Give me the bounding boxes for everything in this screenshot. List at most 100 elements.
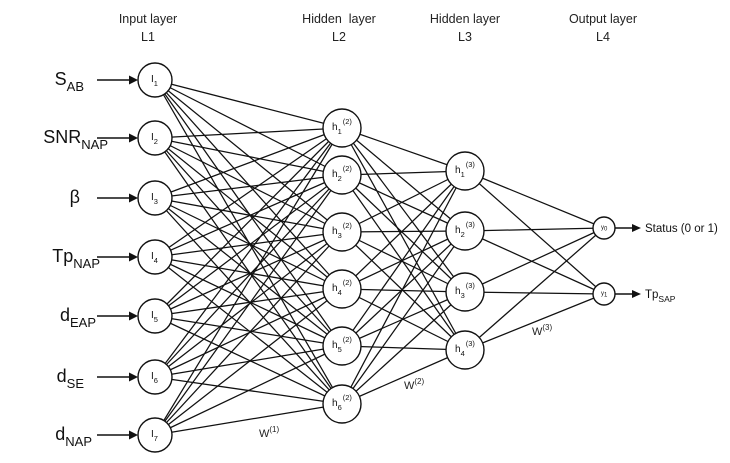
input-node-3: I3 <box>137 180 173 216</box>
edge-l2-1-l3-1 <box>341 127 466 172</box>
layer-4-title: Output layer <box>569 12 637 26</box>
hidden2-node-1-label: h1(3) <box>455 160 475 179</box>
output-node-1-label: y0 <box>601 225 608 233</box>
input-node-7-circle <box>137 417 173 453</box>
edge-l2-6-l3-1 <box>341 170 466 405</box>
input-node-6: I6 <box>137 359 173 395</box>
input-label-5: dEAP <box>60 305 96 330</box>
hidden1-node-2-label: h2(2) <box>332 164 352 183</box>
layer-2-code: L2 <box>332 30 346 44</box>
edge-l1-6-l2-2 <box>154 174 343 378</box>
input-node-4-circle <box>137 239 173 275</box>
input-node-5-circle <box>137 298 173 334</box>
edge-l2-3-l3-1 <box>341 170 466 233</box>
layer-1-title: Input layer <box>119 12 177 26</box>
input-node-5: I5 <box>137 298 173 334</box>
edge-l1-1-l2-1 <box>154 79 343 129</box>
input-node-1: I1 <box>137 62 173 98</box>
hidden1-node-1-label: h1(2) <box>332 117 352 136</box>
hidden1-node-2: h2(2) <box>322 155 362 195</box>
hidden1-node-6-label: h6(2) <box>332 393 352 412</box>
hidden2-node-2-circle <box>445 211 485 251</box>
weight-labels: W(1) W(2) W(3) <box>259 323 553 440</box>
edge-l1-7-l2-2 <box>154 174 343 436</box>
input-label-main: d <box>57 366 67 386</box>
hidden1-node-4-circle <box>322 269 362 309</box>
hidden1-node-2-circle <box>322 155 362 195</box>
input-label-main: S <box>55 69 67 89</box>
hidden1-node-1: h1(2) <box>322 108 362 148</box>
input-arrowhead-6 <box>129 372 138 382</box>
edge-l2-2-l3-2 <box>341 174 466 232</box>
edge-l2-3-l3-3 <box>341 231 466 293</box>
edge-l1-5-l2-4 <box>154 288 343 317</box>
weight-label-1: W(1) <box>259 425 280 440</box>
hidden2-node-2-label: h2(3) <box>455 220 475 239</box>
input-label-main: β <box>70 187 80 207</box>
edge-l1-7-l2-6 <box>154 403 343 436</box>
edge-l2-1-l3-3 <box>341 127 466 293</box>
edge-l1-6-l2-1 <box>154 127 343 378</box>
input-node-6-circle <box>137 359 173 395</box>
hidden2-node-2: h2(3) <box>445 211 485 251</box>
edge-l1-3-l2-1 <box>154 127 343 199</box>
input-label-4: TpNAP <box>52 246 100 271</box>
input-arrowhead-1 <box>129 75 138 85</box>
input-node-4: I4 <box>137 239 173 275</box>
hidden2-node-3-label: h3(3) <box>455 281 475 300</box>
hidden2-node-4: h4(3) <box>445 330 485 370</box>
input-arrowhead-4 <box>129 252 138 262</box>
hidden2-node-1-circle <box>445 151 485 191</box>
edge-l3-2-l4-1 <box>464 227 605 232</box>
hidden1-node-5-circle <box>322 326 362 366</box>
edge-l1-2-l2-5 <box>154 137 343 347</box>
connection-edges <box>154 79 605 436</box>
input-node-3-circle <box>137 180 173 216</box>
hidden1-node-3-circle <box>322 212 362 252</box>
input-label-sub: NAP <box>81 137 108 152</box>
layer-3-code: L3 <box>458 30 472 44</box>
input-label-2: SNRNAP <box>43 127 108 152</box>
layer-titles: Input layer L1 Hidden layer L2 Hidden la… <box>119 12 637 44</box>
edge-l3-1-l4-2 <box>464 170 605 295</box>
hidden1-node-4: h4(2) <box>322 269 362 309</box>
edge-l3-3-l4-1 <box>464 227 605 293</box>
output-label-2: TpSAP <box>645 289 676 304</box>
output-node-2-label: y1 <box>601 291 608 299</box>
input-arrowhead-3 <box>129 193 138 203</box>
input-label-main: SNR <box>43 127 81 147</box>
input-label-sub: AB <box>67 79 84 94</box>
input-node-2-label: I2 <box>151 132 158 146</box>
input-node-5-label: I5 <box>151 310 158 324</box>
hidden1-node-6: h6(2) <box>322 384 362 424</box>
hidden1-node-3-label: h3(2) <box>332 221 352 240</box>
hidden1-node-1-circle <box>322 108 362 148</box>
edge-l1-2-l2-4 <box>154 137 343 290</box>
layer-4-code: L4 <box>596 30 610 44</box>
hidden1-node-5: h5(2) <box>322 326 362 366</box>
weight-label-3: W(3) <box>532 323 553 338</box>
hidden2-node-3-circle <box>445 272 485 312</box>
edge-l2-4-l3-2 <box>341 230 466 290</box>
edge-l1-3-l2-5 <box>154 197 343 347</box>
output-arrowhead-1 <box>632 224 641 232</box>
edge-l2-4-l3-3 <box>341 288 466 293</box>
input-node-7-label: I7 <box>151 429 158 443</box>
edge-l1-7-l2-3 <box>154 231 343 436</box>
layer-2-title: Hidden layer <box>302 12 376 26</box>
output-arrowhead-2 <box>632 290 641 298</box>
edge-l3-4-l4-2 <box>464 293 605 351</box>
input-node-1-label: I1 <box>151 74 158 88</box>
output-arrows-and-labels: Status (0 or 1)TpSAP <box>615 223 718 304</box>
edge-l2-6-l3-4 <box>341 349 466 405</box>
input-label-sub: NAP <box>73 256 100 271</box>
edge-l1-4-l2-3 <box>154 231 343 258</box>
hidden2-node-4-label: h4(3) <box>455 339 475 358</box>
edge-l1-2-l2-3 <box>154 137 343 233</box>
edge-l1-3-l2-3 <box>154 197 343 233</box>
edge-l3-1-l4-1 <box>464 170 605 229</box>
edge-l2-2-l3-1 <box>341 170 466 176</box>
